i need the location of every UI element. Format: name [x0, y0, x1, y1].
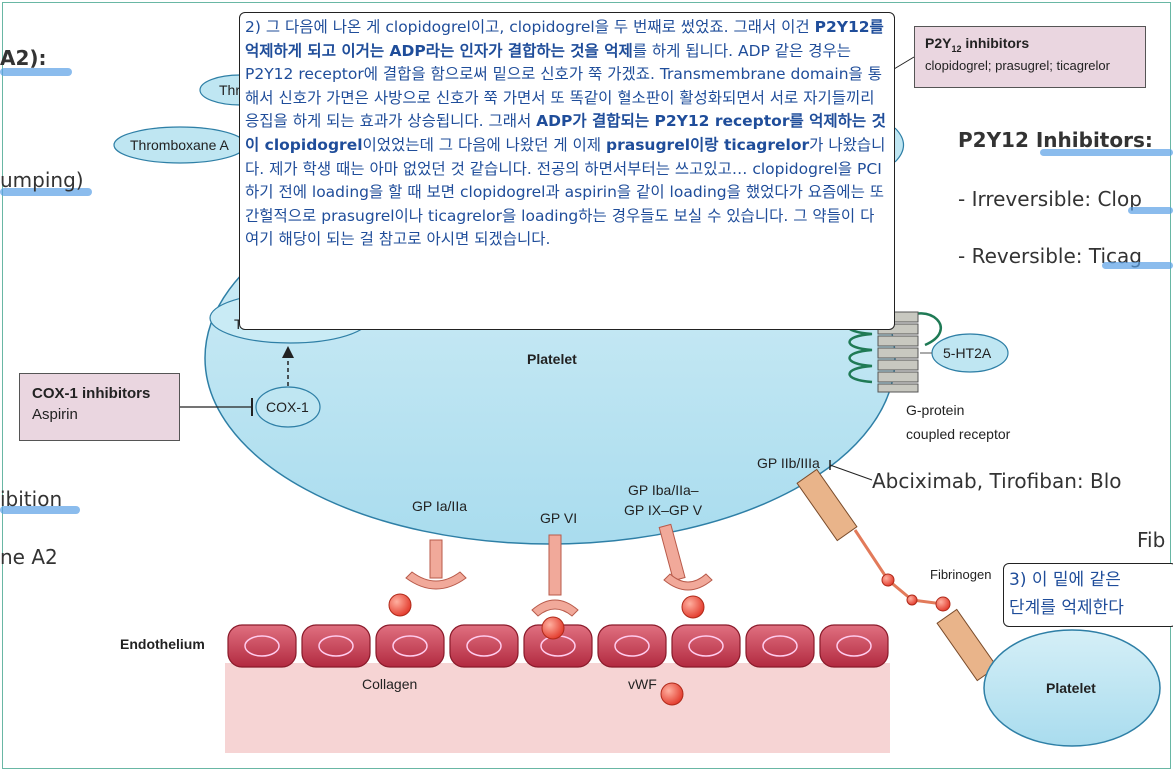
label-5ht2a: 5-HT2A: [943, 345, 992, 361]
label-collagen: Collagen: [362, 676, 418, 692]
label-vwf: vWF: [628, 676, 657, 692]
highlight-p2y12-heading: [1040, 149, 1173, 156]
cox1-box-drug: Aspirin: [32, 406, 78, 423]
gp1a2a-receptor: [388, 539, 467, 617]
label-gp1ba-1: GP Iba/IIa–: [628, 482, 699, 498]
irreversible-line: - Irreversible: Clop: [958, 187, 1142, 211]
fib-fragment: Fib: [1137, 528, 1166, 552]
abciximab-tirofiban-text: Abciximab, Tirofiban: Blo: [872, 469, 1122, 493]
highlight-umping: [0, 188, 92, 196]
label-gp1a2a: GP Ia/IIa: [412, 498, 467, 514]
gp1ba-receptor: [658, 523, 713, 619]
vwf-ball: [660, 682, 684, 706]
gp2b3a-bracket-arm: [829, 464, 873, 481]
left-fragment-ne-a2: ne A2: [0, 545, 58, 569]
highlight-clop: [1128, 207, 1173, 214]
annotation-note-p2y12: 2) 그 다음에 나온 게 clopidogrel이고, clopidogrel…: [239, 12, 895, 330]
highlight-ticag: [1102, 262, 1173, 269]
annotation-note-text: 2) 그 다음에 나온 게 clopidogrel이고, clopidogrel…: [245, 18, 886, 249]
cox1-ellipse: [255, 386, 321, 428]
label-platelet-small: Platelet: [1046, 680, 1096, 696]
left-fragment-umping: umping): [0, 168, 84, 192]
label-thr: Thr: [219, 82, 240, 98]
label-gp1ba-2: GP IX–GP V: [624, 502, 703, 518]
receptor-right-edge: [894, 127, 905, 163]
label-t-fragment: T: [234, 316, 243, 332]
label-thromboxane: Thromboxane A: [130, 137, 229, 153]
p2y12-box-drugs: clopidogrel; prasugrel; ticagrelor: [925, 57, 1110, 73]
endothelial-cells: [227, 624, 889, 668]
endothelium-basement: [225, 663, 890, 753]
p2y12-box-pointer: [893, 56, 915, 70]
p2y12-inhibitors-heading: P2Y12 Inhibitors:: [958, 128, 1153, 152]
gpcr-helices: [877, 311, 919, 393]
label-platelet-main: Platelet: [527, 351, 577, 367]
label-gp2b3a: GP IIb/IIIa: [757, 455, 820, 471]
cox1-inhibitors-box: COX-1 inhibitors Aspirin: [19, 373, 180, 441]
label-endothelium: Endothelium: [120, 636, 205, 652]
annotation-note-small-line2: 단계를 억제한다: [1009, 598, 1124, 618]
cox1-arrow-head: [282, 346, 294, 358]
left-fragment-a2: A2):: [0, 46, 47, 70]
label-fibrinogen: Fibrinogen: [930, 567, 992, 582]
highlight-ibition: [0, 506, 80, 514]
gpvi-receptor: [531, 534, 579, 640]
highlight-a2: [0, 68, 72, 76]
label-gpvi: GP VI: [540, 510, 578, 526]
label-gpcr-2: coupled receptor: [906, 426, 1011, 442]
fibrinogen-bridge: [796, 468, 998, 682]
left-fragment-ibition: ibition: [0, 487, 63, 511]
label-gpcr-1: G-protein: [906, 402, 965, 418]
p2y12-inhibitors-box: P2Y12 inhibitors clopidogrel; prasugrel;…: [914, 26, 1146, 88]
annotation-note-small-line1: 3) 이 밑에 같은: [1009, 570, 1121, 590]
platelet-small-body: [983, 629, 1161, 747]
annotation-note-fibrinogen: 3) 이 밑에 같은 단계를 억제한다: [1003, 563, 1173, 627]
label-cox1: COX-1: [266, 399, 309, 415]
p2y12-box-title: P2Y12 inhibitors: [925, 35, 1030, 54]
cox1-box-title: COX-1 inhibitors: [32, 385, 151, 402]
